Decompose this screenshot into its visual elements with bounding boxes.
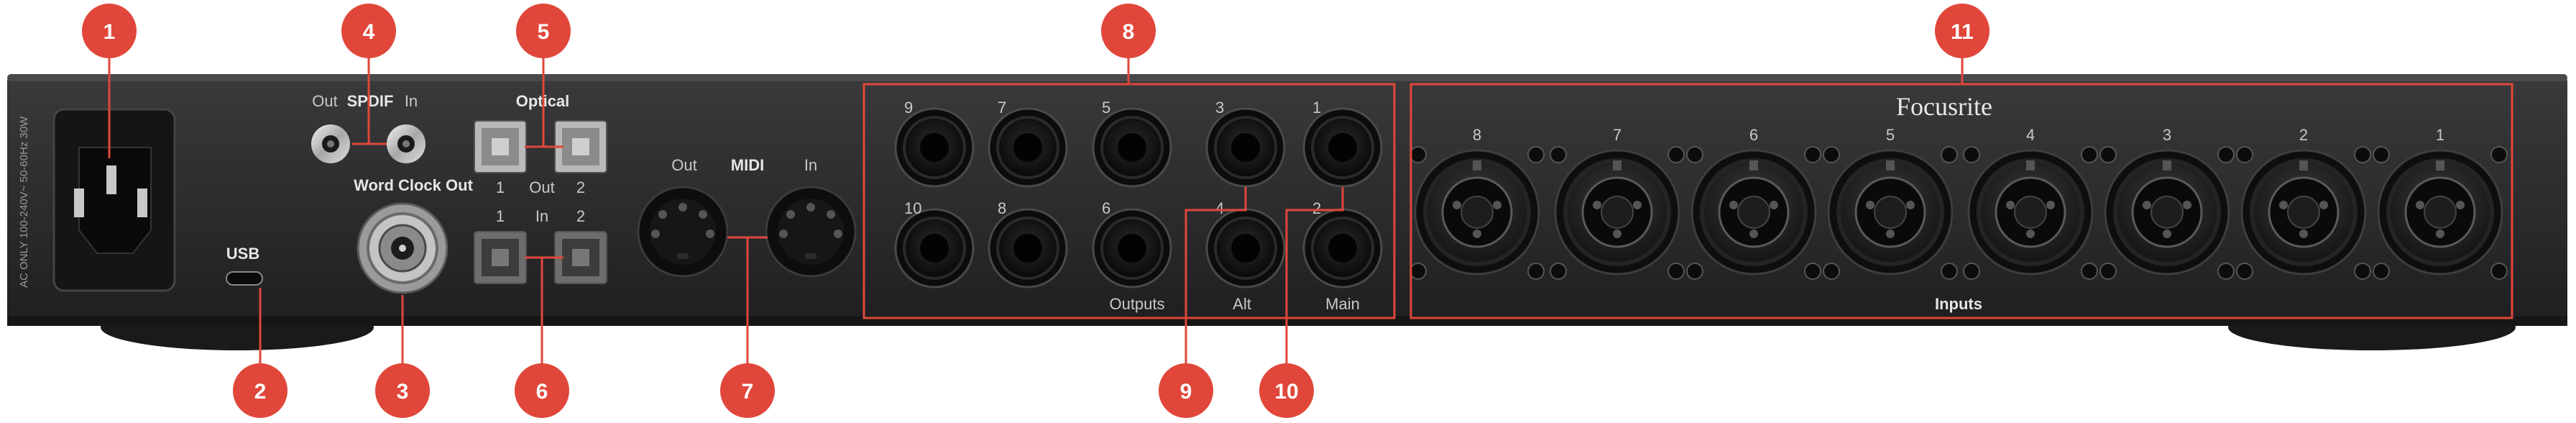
callout-number: 8 — [1123, 20, 1135, 44]
callout-number: 3 — [397, 380, 409, 404]
output-jack-6[interactable] — [1092, 208, 1172, 288]
leader-9 — [1184, 187, 1247, 387]
power-inlet[interactable] — [52, 108, 176, 292]
optical-in-label: In — [535, 207, 548, 225]
leader-7 — [727, 236, 768, 387]
input-combo-6[interactable] — [1686, 146, 1821, 280]
power-rating-text: AC ONLY 100-240V~ 50-60Hz 30W — [18, 116, 30, 288]
wordclock-label: Word Clock Out — [354, 176, 473, 194]
input-combo-4[interactable] — [1963, 146, 2098, 280]
spdif-out-label: Out — [312, 92, 337, 110]
input-combo-5[interactable] — [1823, 146, 1958, 280]
callout-badge-8: 8 — [1101, 4, 1156, 58]
output-jack-3[interactable] — [1205, 107, 1286, 188]
spdif-out-rca[interactable] — [311, 124, 350, 163]
callout-number: 10 — [1274, 380, 1298, 404]
jack-number: 7 — [998, 99, 1006, 117]
spdif-in-label: In — [405, 92, 418, 110]
input-combo-8[interactable] — [1409, 146, 1545, 280]
inputs-group-label: Inputs — [1935, 295, 1982, 313]
optical-out-label: Out — [529, 178, 554, 196]
callout-number: 2 — [254, 380, 267, 404]
leader-5 — [525, 43, 564, 148]
callout-badge-1: 1 — [82, 4, 137, 58]
input-combo-2[interactable] — [2236, 146, 2371, 280]
callout-badge-10: 10 — [1259, 363, 1314, 418]
input-number: 2 — [2299, 126, 2308, 144]
usb-c-port[interactable] — [226, 271, 263, 286]
output-jack-5[interactable] — [1092, 107, 1172, 188]
input-number: 5 — [1886, 126, 1895, 144]
callout-badge-2: 2 — [233, 363, 288, 418]
alt-group-label: Alt — [1233, 295, 1251, 313]
midi-in-din[interactable] — [765, 186, 857, 278]
midi-title: MIDI — [731, 156, 764, 174]
spdif-title: SPDIF — [347, 92, 394, 110]
jack-number: 9 — [904, 99, 913, 117]
leader-4 — [352, 43, 387, 145]
output-jack-1[interactable] — [1302, 107, 1383, 188]
optical-in-2[interactable] — [554, 231, 607, 284]
callout-badge-5: 5 — [516, 4, 571, 58]
callout-badge-4: 4 — [341, 4, 396, 58]
input-number: 7 — [1613, 126, 1622, 144]
output-jack-4[interactable] — [1205, 208, 1286, 288]
output-jack-9[interactable] — [894, 107, 975, 188]
input-combo-7[interactable] — [1550, 146, 1685, 280]
input-combo-3[interactable] — [2099, 146, 2235, 280]
callout-badge-6: 6 — [515, 363, 569, 418]
callout-number: 6 — [536, 380, 548, 404]
input-combo-1[interactable] — [2373, 146, 2508, 280]
output-jack-2[interactable] — [1302, 208, 1383, 288]
optical-in-2-num: 2 — [576, 207, 585, 225]
spdif-in-rca[interactable] — [387, 124, 426, 163]
callout-number: 7 — [742, 380, 754, 404]
callout-badge-9: 9 — [1159, 363, 1213, 418]
optical-in-1[interactable] — [474, 231, 527, 284]
input-number: 4 — [2026, 126, 2035, 144]
input-number: 1 — [2436, 126, 2444, 144]
wordclock-bnc[interactable] — [356, 202, 448, 294]
optical-out-1[interactable] — [474, 120, 527, 173]
callout-number: 4 — [363, 20, 375, 44]
output-jack-10[interactable] — [894, 208, 975, 288]
midi-out-label: Out — [671, 156, 696, 174]
jack-number: 3 — [1215, 99, 1224, 117]
callout-badge-11: 11 — [1935, 4, 1990, 58]
optical-in-1-num: 1 — [496, 207, 505, 225]
callout-number: 11 — [1951, 20, 1974, 44]
main-group-label: Main — [1325, 295, 1360, 313]
callout-badge-7: 7 — [720, 363, 775, 418]
midi-in-label: In — [804, 156, 817, 174]
input-number: 6 — [1749, 126, 1758, 144]
jack-number: 1 — [1312, 99, 1321, 117]
jack-number: 5 — [1102, 99, 1110, 117]
input-number: 8 — [1473, 126, 1481, 144]
callout-number: 9 — [1180, 380, 1192, 404]
input-number: 3 — [2163, 126, 2171, 144]
outputs-group-label: Outputs — [1109, 295, 1164, 313]
output-jack-7[interactable] — [988, 107, 1068, 188]
jack-number: 4 — [1215, 199, 1224, 217]
line-outputs: 9 7 5 3 1 10 8 6 4 2 — [894, 99, 1383, 288]
callout-badge-3: 3 — [375, 363, 430, 418]
optical-out-2-num: 2 — [576, 178, 585, 196]
output-jack-8[interactable] — [988, 208, 1068, 288]
jack-number: 6 — [1102, 199, 1110, 217]
jack-number: 2 — [1312, 199, 1321, 217]
callout-number: 5 — [538, 20, 550, 44]
brand-logo: Focusrite — [1896, 92, 1992, 121]
callout-number: 1 — [104, 20, 116, 44]
jack-number: 10 — [904, 199, 921, 217]
optical-out-1-num: 1 — [496, 178, 505, 196]
mic-line-inputs: 8 7 6 5 4 3 2 1 — [1409, 126, 2508, 280]
usb-label: USB — [226, 245, 259, 263]
midi-out-din[interactable] — [637, 186, 729, 278]
leader-10 — [1285, 187, 1344, 387]
jack-number: 8 — [998, 199, 1006, 217]
